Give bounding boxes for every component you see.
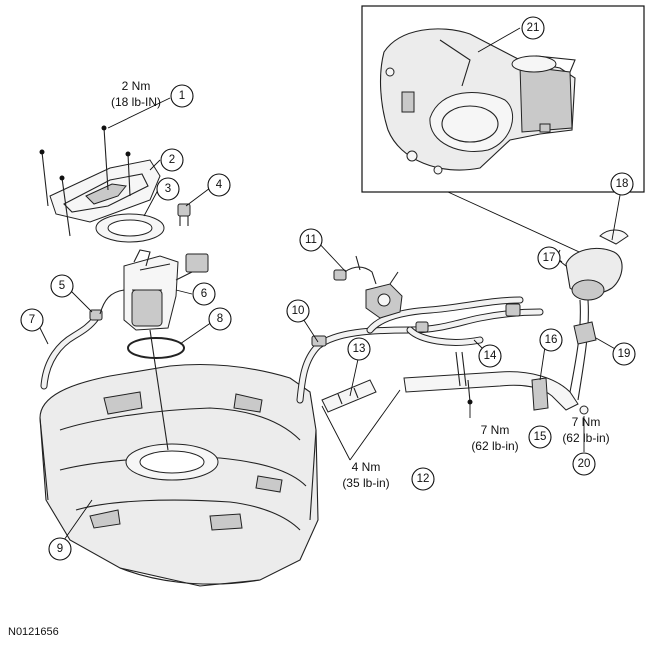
torque-spec-12-metric: 4 Nm <box>352 460 381 474</box>
callout-21: 21 <box>521 16 545 40</box>
callout-4: 4 <box>207 173 231 197</box>
callout-17-label: 17 <box>543 252 556 264</box>
callout-2-label: 2 <box>169 154 175 166</box>
callout-9-label: 9 <box>57 543 63 555</box>
callout-10-label: 10 <box>292 305 305 317</box>
fuel-supply-tube <box>40 289 125 390</box>
callout-5-label: 5 <box>59 280 65 292</box>
callout-13-label: 13 <box>353 343 366 355</box>
detail-inset <box>361 5 645 193</box>
callout-6: 6 <box>192 282 216 306</box>
fuel-filler-pipe <box>403 299 589 411</box>
callout-20: 20 <box>572 452 596 476</box>
torque-spec-20: 7 Nm (62 lb-in) <box>562 415 609 445</box>
callout-14-label: 14 <box>484 350 497 362</box>
callout-21-label: 21 <box>527 22 540 34</box>
callout-16: 16 <box>539 328 563 352</box>
cover-screws <box>39 125 131 237</box>
callout-2: 2 <box>160 148 184 172</box>
callout-1: 1 <box>170 84 194 108</box>
callout-15-label: 15 <box>534 431 547 443</box>
torque-spec-12: 4 Nm (35 lb-in) <box>342 460 389 490</box>
fuel-pump-module <box>123 249 209 331</box>
evap-vapor-tubes <box>296 296 544 404</box>
callout-11: 11 <box>299 228 323 252</box>
callout-18: 18 <box>610 172 634 196</box>
callout-8: 8 <box>208 307 232 331</box>
pump-locking-ring <box>95 213 165 243</box>
fuel-tank <box>39 329 319 587</box>
callout-5: 5 <box>50 274 74 298</box>
figure-id: N0121656 <box>8 626 59 638</box>
callout-7: 7 <box>20 308 44 332</box>
filler-vent-hose <box>321 379 377 413</box>
callout-19-label: 19 <box>618 348 631 360</box>
torque-spec-1-metric: 2 Nm <box>122 79 151 93</box>
callout-4-label: 4 <box>216 179 223 191</box>
torque-spec-15-imperial: (62 lb-in) <box>471 439 518 453</box>
callout-3: 3 <box>156 177 180 201</box>
callout-7-label: 7 <box>29 314 35 326</box>
leader-lines <box>35 27 625 541</box>
torque-spec-1-imperial: (18 lb-IN) <box>111 95 161 109</box>
callout-9: 9 <box>48 537 72 561</box>
callout-8-label: 8 <box>217 313 223 325</box>
torque-spec-20-imperial: (62 lb-in) <box>562 431 609 445</box>
inset-leader-line <box>447 191 589 257</box>
filler-pipe-head <box>555 229 629 345</box>
callout-17: 17 <box>537 246 561 270</box>
torque-spec-15-metric: 7 Nm <box>481 423 510 437</box>
callout-19: 19 <box>612 342 636 366</box>
callout-1-label: 1 <box>179 90 185 102</box>
callout-6-label: 6 <box>201 288 207 300</box>
callout-20-label: 20 <box>578 458 591 470</box>
torque-spec-1: 2 Nm (18 lb-IN) <box>111 79 161 109</box>
callout-13: 13 <box>347 337 371 361</box>
vapor-valve-assembly <box>333 255 403 319</box>
callout-12-label: 12 <box>417 473 430 485</box>
callout-16-label: 16 <box>545 334 558 346</box>
callout-10: 10 <box>286 299 310 323</box>
callout-14: 14 <box>478 344 502 368</box>
torque-spec-20-metric: 7 Nm <box>572 415 601 429</box>
torque-spec-12-imperial: (35 lb-in) <box>342 476 389 490</box>
pump-o-ring <box>127 337 185 359</box>
callout-15: 15 <box>528 425 552 449</box>
callout-3-label: 3 <box>165 183 171 195</box>
torque-spec-15: 7 Nm (62 lb-in) <box>471 423 518 453</box>
callout-12: 12 <box>411 467 435 491</box>
callout-11-label: 11 <box>305 234 317 246</box>
callout-18-label: 18 <box>616 178 629 190</box>
pump-clip <box>177 203 191 226</box>
